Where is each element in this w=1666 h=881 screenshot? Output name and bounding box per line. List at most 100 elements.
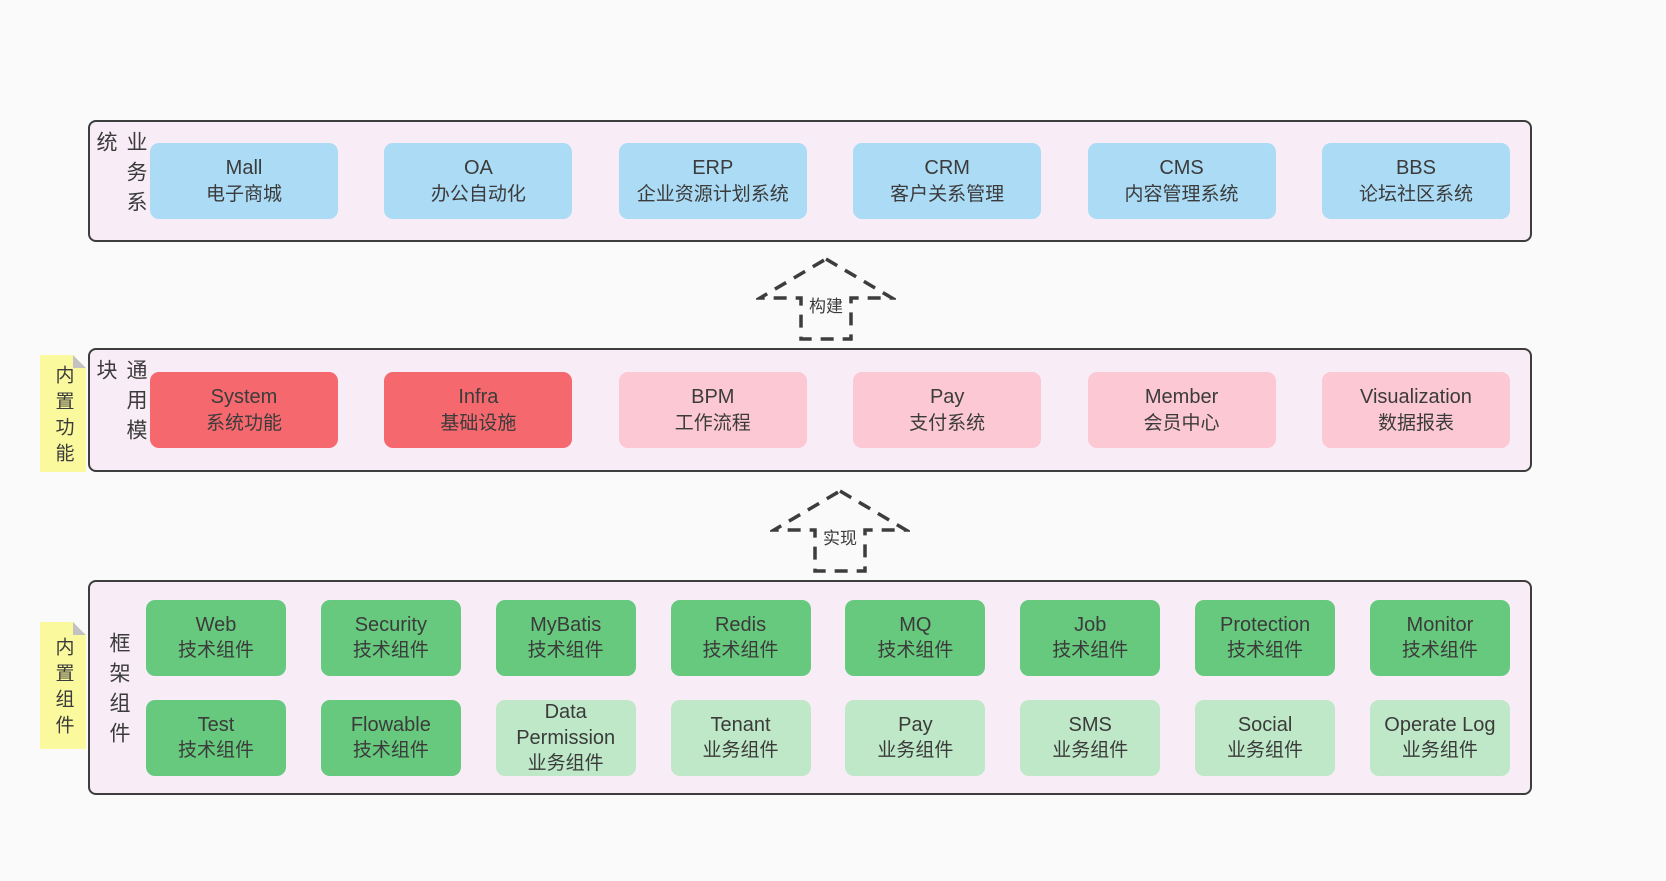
node-subtitle: 技术组件 <box>1401 640 1478 662</box>
node-title: SMS <box>1068 713 1112 736</box>
node-sms: SMS 业务组件 <box>1020 699 1161 776</box>
node-pay: Pay 业务组件 <box>845 699 986 776</box>
dashed-up-arrow-icon <box>756 256 896 341</box>
node-subtitle: 业务组件 <box>1227 740 1304 762</box>
node-title: Member <box>1144 386 1219 409</box>
node-pay: Pay 支付系统 <box>853 372 1042 448</box>
arrow-build-label: 构建 <box>806 292 846 317</box>
business-systems-row: Mall 电子商城 OA 办公自动化 ERP 企业资源计划系统 CRM 客户关系管理 CMS 内容… <box>150 143 1510 219</box>
node-title: Visualization <box>1359 386 1472 409</box>
node-system: System 系统功能 <box>150 372 338 448</box>
node-bbs: BBS 论坛社区系统 <box>1321 143 1510 219</box>
node-redis: Redis 技术组件 <box>670 599 811 676</box>
node-visualization: Visualization 数据报表 <box>1321 372 1510 448</box>
band-label-common-modules: 通用模块 <box>94 359 147 449</box>
node-mall: Mall 电子商城 <box>150 143 338 219</box>
node-title: BBS <box>1395 157 1436 180</box>
arrow-build: 构建 <box>756 256 896 342</box>
node-title: BPM <box>691 386 735 409</box>
node-subtitle: 技术组件 <box>352 740 429 762</box>
node-subtitle: 系统功能 <box>205 412 282 434</box>
node-subtitle: 业务组件 <box>527 753 604 775</box>
sticky-note-built-in-features: 内置功能 <box>40 355 86 472</box>
node-subtitle: 技术组件 <box>352 640 429 662</box>
node-subtitle: 技术组件 <box>1227 640 1304 662</box>
node-title: Security <box>354 613 427 636</box>
common-modules-row: System 系统功能 Infra 基础设施 BPM 工作流程 Pay 支付系统 Member 会… <box>150 372 1510 448</box>
sticky-note-built-in-components: 内置组件 <box>40 622 86 749</box>
node-security: Security 技术组件 <box>320 599 461 676</box>
node-web: Web 技术组件 <box>146 599 286 676</box>
node-subtitle: 数据报表 <box>1377 412 1454 434</box>
arrow-implement: 实现 <box>770 488 910 574</box>
node-subtitle: 技术组件 <box>527 640 604 662</box>
node-title: Pay <box>929 386 965 409</box>
node-bpm: BPM 工作流程 <box>618 372 807 448</box>
node-title: Social <box>1237 713 1293 736</box>
node-subtitle: 论坛社区系统 <box>1358 183 1473 205</box>
node-subtitle: 企业资源计划系统 <box>636 183 789 205</box>
node-job: Job 技术组件 <box>1020 599 1161 676</box>
node-title: Protection <box>1220 613 1311 636</box>
band-label-framework-components: 框架组件 <box>107 632 130 752</box>
node-subtitle: 内容管理系统 <box>1124 183 1239 205</box>
node-title: CMS <box>1159 157 1204 180</box>
node-erp: ERP 企业资源计划系统 <box>618 143 807 219</box>
node-infra: Infra 基础设施 <box>384 372 573 448</box>
node-subtitle: 业务组件 <box>877 740 954 762</box>
node-subtitle: 业务组件 <box>1052 740 1129 762</box>
node-subtitle: 技术组件 <box>877 640 954 662</box>
node-flowable: Flowable 技术组件 <box>320 699 461 776</box>
node-subtitle: 客户关系管理 <box>890 183 1005 205</box>
node-title: Web <box>195 613 237 636</box>
node-title: ERP <box>692 157 734 180</box>
node-subtitle: 业务组件 <box>702 740 779 762</box>
node-mq: MQ 技术组件 <box>845 599 986 676</box>
node-subtitle: 基础设施 <box>440 412 517 434</box>
node-title: System <box>210 386 278 409</box>
node-title: OA <box>463 157 493 180</box>
node-title: Data Permission <box>516 700 616 749</box>
node-cms: CMS 内容管理系统 <box>1087 143 1276 219</box>
node-title: Flowable <box>350 713 431 736</box>
node-subtitle: 工作流程 <box>674 412 751 434</box>
band-business-systems: 业务系统 Mall 电子商城 OA 办公自动化 ERP 企业资源计划系统 CRM 客户关系管理… <box>88 120 1532 242</box>
node-subtitle: 技术组件 <box>177 640 254 662</box>
dashed-up-arrow-icon <box>770 488 910 573</box>
node-title: MQ <box>899 613 932 636</box>
node-protection: Protection 技术组件 <box>1195 599 1336 676</box>
node-title: Mall <box>225 157 263 180</box>
node-test: Test 技术组件 <box>146 699 286 776</box>
node-subtitle: 会员中心 <box>1143 412 1220 434</box>
node-crm: CRM 客户关系管理 <box>853 143 1042 219</box>
node-title: Tenant <box>710 713 771 736</box>
node-subtitle: 技术组件 <box>1052 640 1129 662</box>
node-tenant: Tenant 业务组件 <box>670 699 811 776</box>
arrow-implement-label: 实现 <box>820 524 860 549</box>
node-title: Monitor <box>1406 613 1474 636</box>
node-operate-log: Operate Log 业务组件 <box>1369 699 1510 776</box>
node-monitor: Monitor 技术组件 <box>1369 599 1510 676</box>
node-title: Redis <box>714 613 767 636</box>
node-oa: OA 办公自动化 <box>384 143 573 219</box>
node-subtitle: 电子商城 <box>205 183 282 205</box>
node-title: CRM <box>924 157 970 180</box>
node-title: Operate Log <box>1384 713 1496 736</box>
node-title: Infra <box>458 386 499 409</box>
node-subtitle: 支付系统 <box>909 412 986 434</box>
node-social: Social 业务组件 <box>1195 699 1336 776</box>
node-subtitle: 办公自动化 <box>430 183 526 205</box>
node-title: Test <box>197 713 235 736</box>
node-mybatis: MyBatis 技术组件 <box>495 599 636 676</box>
node-title: Job <box>1074 613 1107 636</box>
node-title: MyBatis <box>530 613 602 636</box>
node-title: Pay <box>898 713 933 736</box>
node-subtitle: 技术组件 <box>702 640 779 662</box>
node-subtitle: 技术组件 <box>177 740 254 762</box>
band-label-business-systems: 业务系统 <box>94 131 147 221</box>
node-subtitle: 业务组件 <box>1401 740 1478 762</box>
